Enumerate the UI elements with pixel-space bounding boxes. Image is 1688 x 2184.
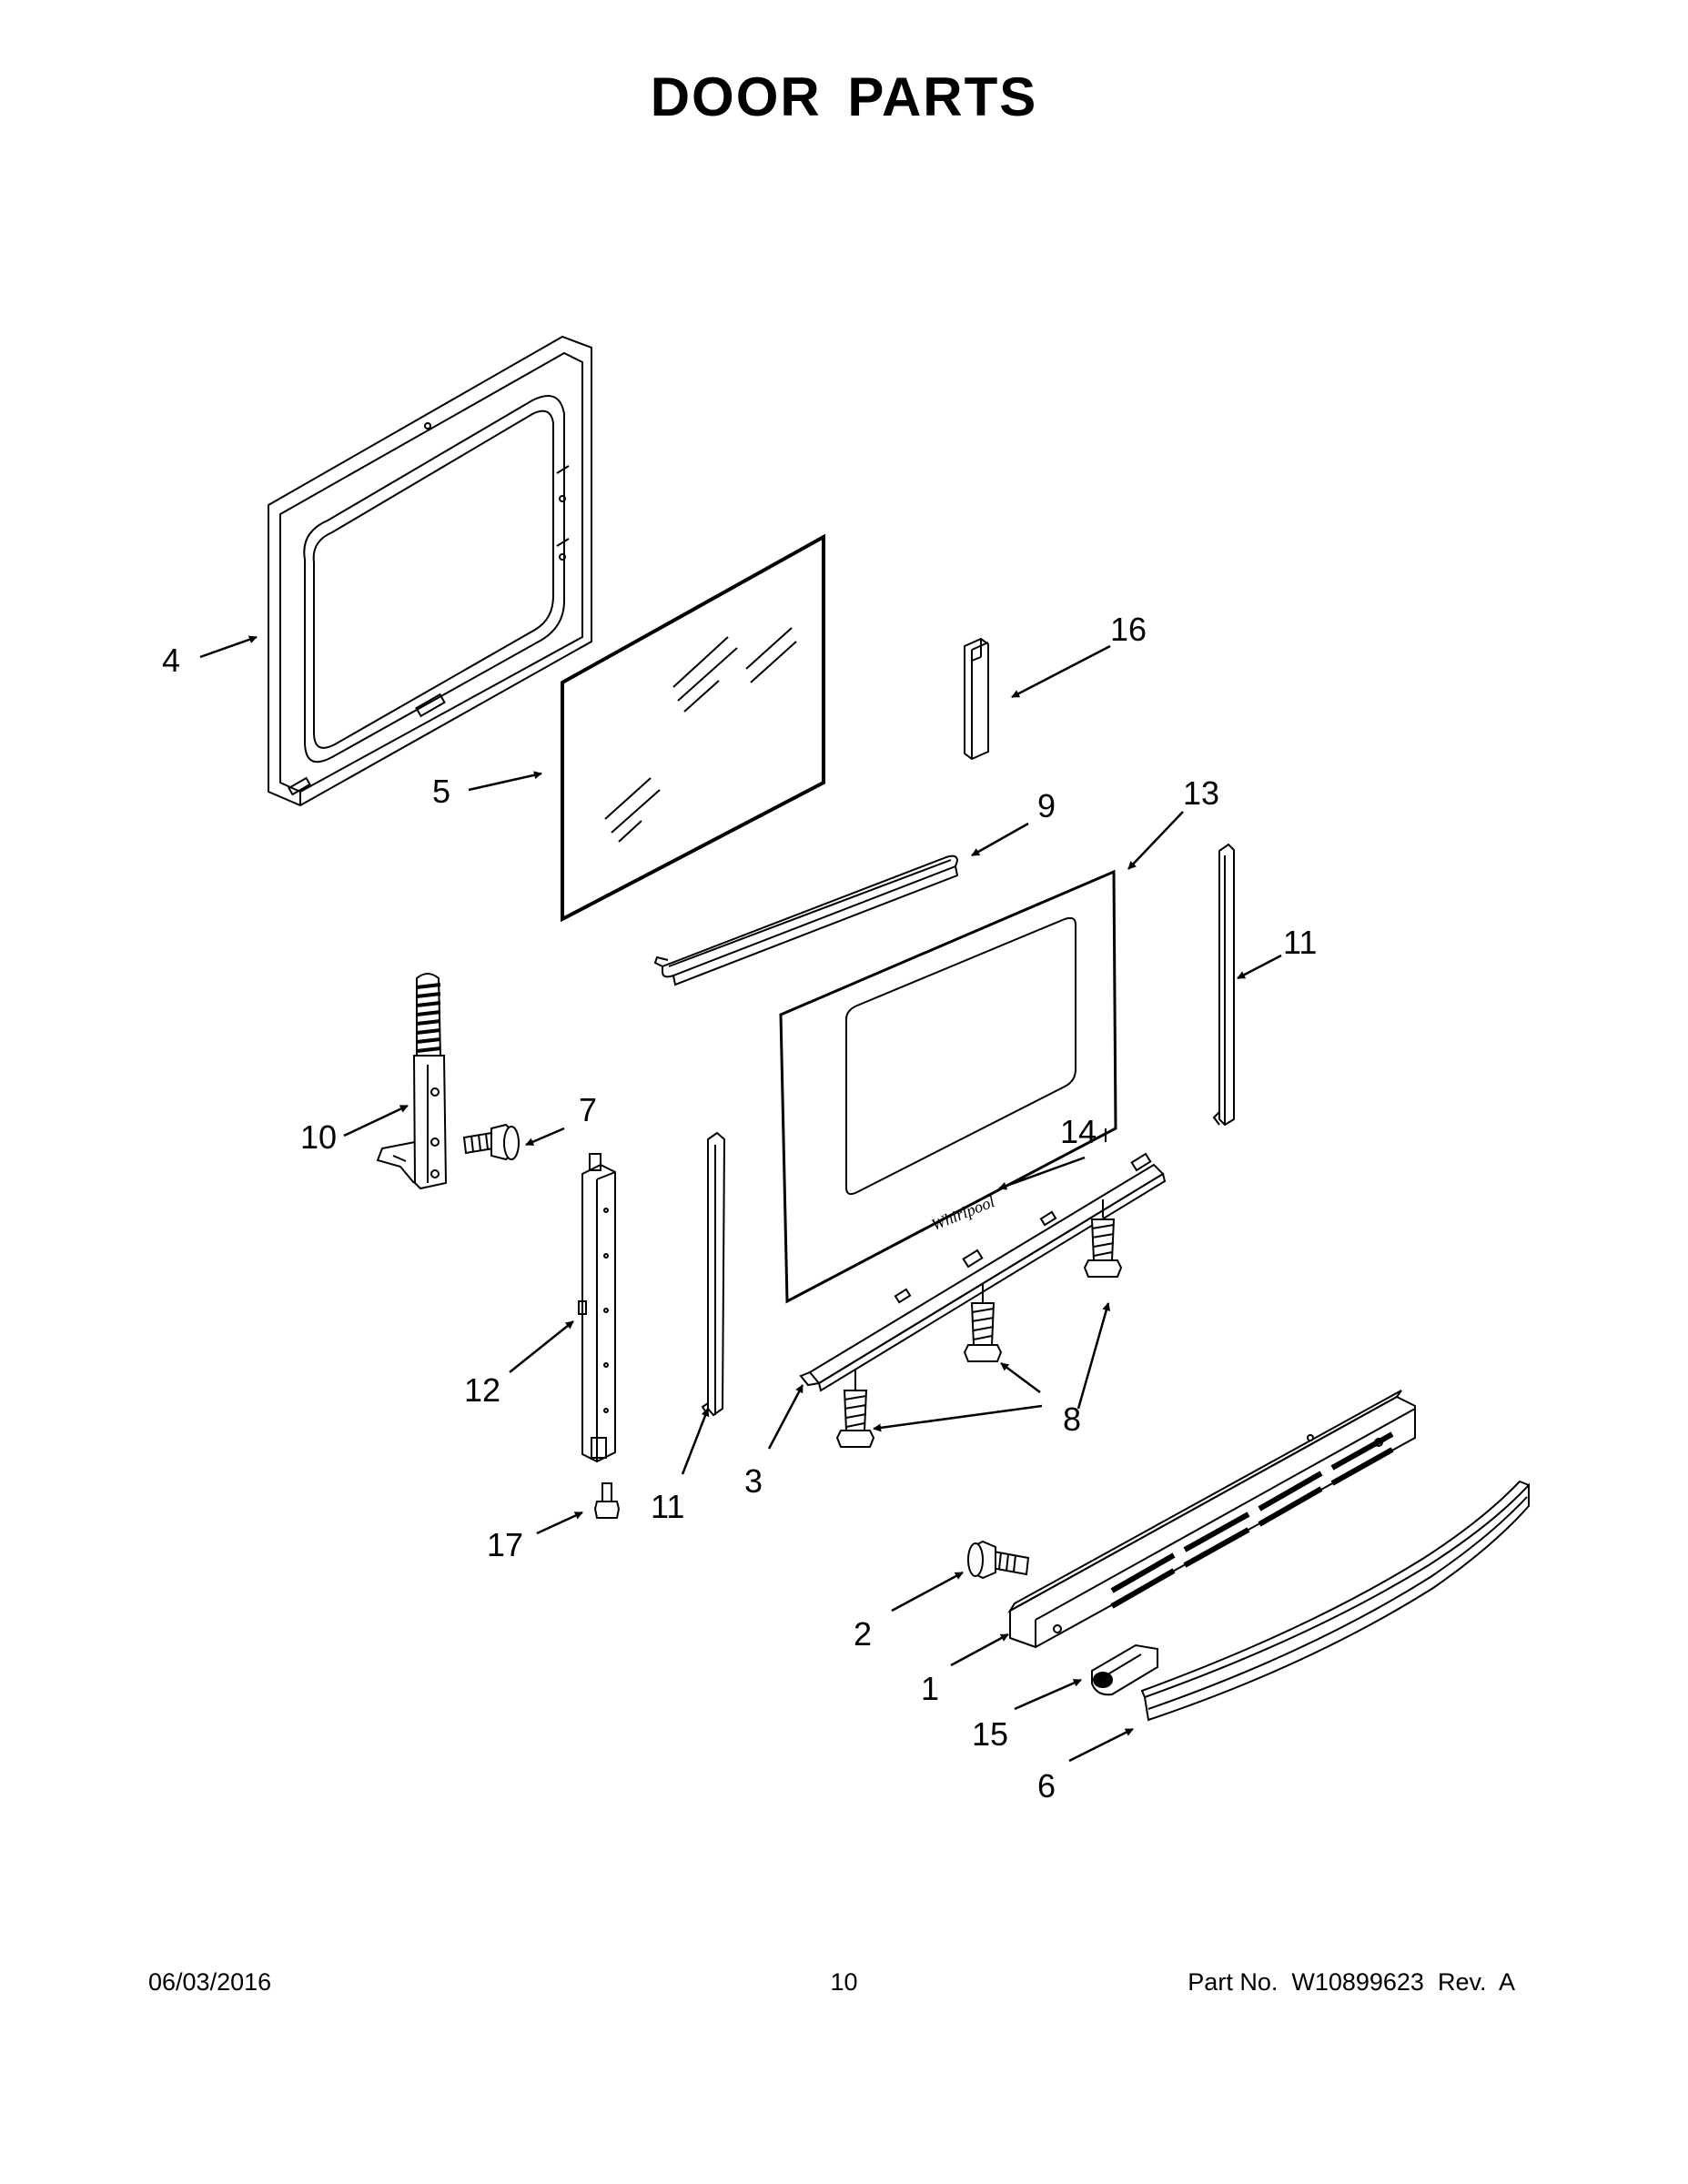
leader-16 (1011, 644, 1111, 699)
callout-16: 16 (1110, 611, 1147, 648)
callout-11-right: 11 (1283, 924, 1317, 961)
callout-3: 3 (744, 1462, 763, 1500)
callout-8: 8 (1063, 1400, 1081, 1438)
leader-1 (950, 1633, 1009, 1667)
leader-9 (971, 822, 1029, 857)
leader-15 (1014, 1678, 1082, 1711)
leader-5 (468, 771, 542, 792)
part-7-hinge-screw (464, 1125, 519, 1159)
leader-2 (891, 1571, 964, 1613)
part-9-top-trim (655, 856, 957, 985)
callout-17: 17 (487, 1526, 523, 1563)
leader-11-left (681, 1408, 710, 1475)
footer-part-number: Part No. W10899623 Rev. A (1188, 1968, 1515, 1996)
leader-11-right (1237, 954, 1282, 980)
leader-8b (1000, 1361, 1041, 1394)
part-3-bottom-bracket (801, 1154, 1165, 1390)
callout-labels: 4 5 16 9 13 11 10 7 14 12 11 3 8 17 2 1 … (162, 611, 1317, 1805)
leader-8c (873, 1404, 1043, 1432)
part-5-glass-panel (562, 537, 824, 919)
part-15-handle-end-cap (1092, 1645, 1157, 1694)
leader-12 (509, 1320, 574, 1373)
part-8-screw-middle (965, 1283, 1001, 1361)
part-13-outer-door-panel (781, 872, 1116, 1301)
callout-9: 9 (1037, 787, 1056, 824)
leader-4 (199, 635, 258, 659)
leader-8a (1076, 1302, 1111, 1410)
part-8-screw-left (837, 1370, 874, 1447)
callout-11-left: 11 (651, 1488, 684, 1525)
callout-7: 7 (579, 1091, 597, 1128)
leader-arrows (199, 635, 1282, 1763)
leader-14 (998, 1156, 1086, 1190)
leader-13 (1127, 811, 1184, 870)
callout-6: 6 (1037, 1767, 1056, 1805)
part-17-screw (595, 1483, 619, 1518)
callout-12: 12 (464, 1371, 500, 1409)
callout-10: 10 (300, 1118, 337, 1156)
leader-17 (536, 1511, 583, 1535)
footer-date: 06/03/2016 (148, 1968, 272, 1996)
whirlpool-logo: Whirlpool (929, 1192, 997, 1234)
part-6-door-handle (1142, 1481, 1529, 1720)
callout-15: 15 (972, 1715, 1008, 1753)
callout-4: 4 (162, 642, 180, 679)
part-10-hinge (378, 974, 446, 1188)
part-16-spacer (965, 639, 988, 759)
leader-10 (343, 1104, 409, 1138)
leader-3 (767, 1384, 804, 1450)
leader-7 (525, 1127, 565, 1147)
part-8-screw-right (1085, 1199, 1121, 1277)
part-4-inner-door-frame (268, 337, 591, 805)
page-title: DOOR PARTS (650, 66, 1038, 127)
part-11-side-trim-right (1214, 844, 1234, 1125)
callout-14: 14 (1060, 1113, 1097, 1150)
callout-1: 1 (921, 1670, 939, 1707)
part-12-hinge-channel (579, 1154, 615, 1461)
leader-6 (1068, 1727, 1134, 1763)
callout-5: 5 (432, 773, 450, 810)
part-2-screw (968, 1542, 1028, 1578)
part-1-vent-bracket (1010, 1390, 1415, 1647)
footer-page-number: 10 (830, 1968, 858, 1996)
part-11-side-trim-left (702, 1133, 724, 1415)
callout-2: 2 (854, 1615, 872, 1653)
callout-13: 13 (1183, 774, 1219, 812)
